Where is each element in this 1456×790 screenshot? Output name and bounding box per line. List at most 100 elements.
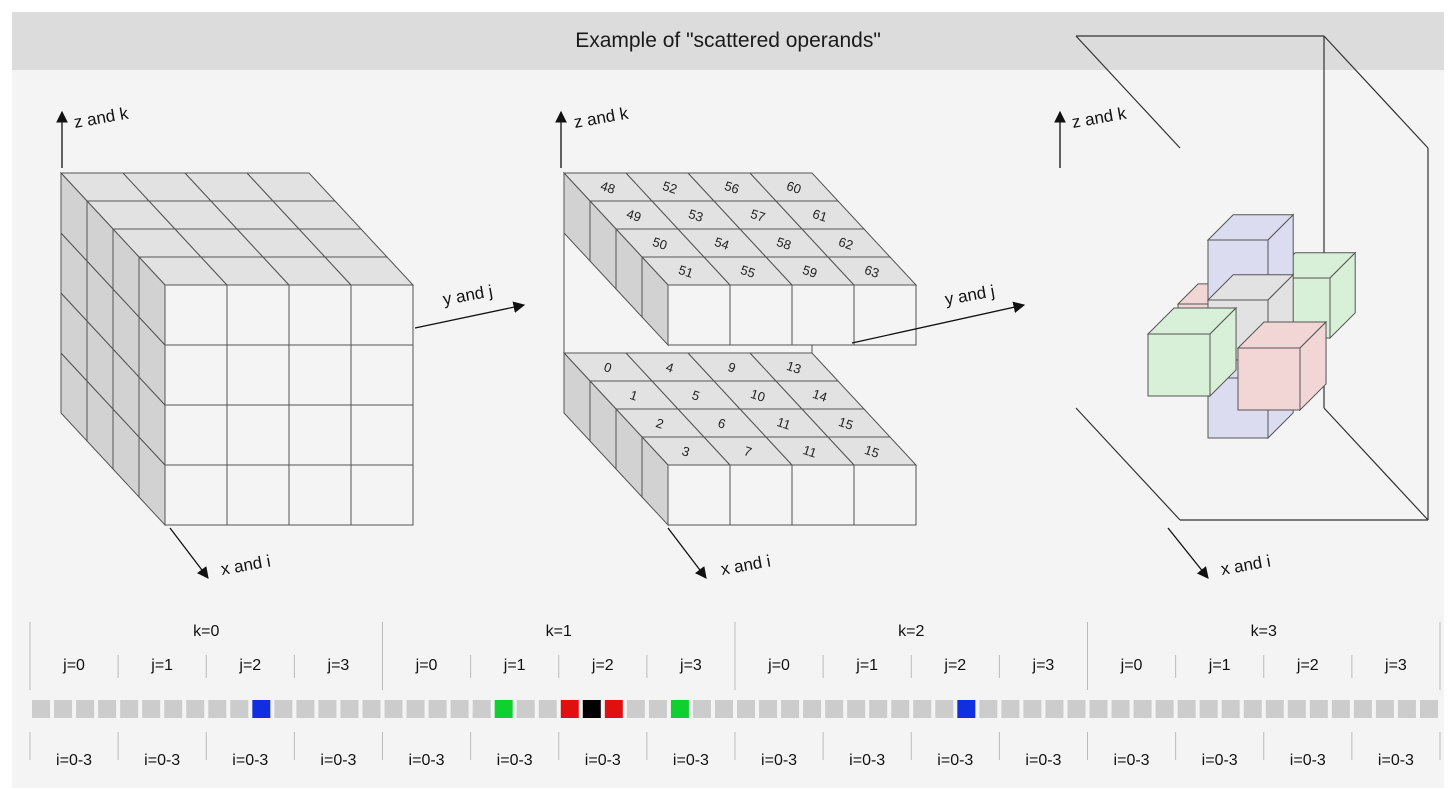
memory-element [32,700,51,718]
memory-element [54,700,73,718]
top-layer-front-cell [729,284,793,346]
front-cell [350,404,414,466]
front-red-cube-front [1237,347,1301,411]
memory-element [362,700,381,718]
k-label: k=1 [546,623,572,640]
front-cell [226,284,290,346]
x-axis-arrow [1167,527,1209,579]
memory-element [759,700,778,718]
front-cell [350,284,414,346]
cell-index-label: 7 [742,443,754,460]
memory-element [1419,700,1438,718]
memory-element [120,700,139,718]
z-axis-label: z and k [572,104,630,132]
wireframe-edge [1323,407,1429,521]
highlighted-element [604,700,623,718]
i-range-label: i=0-3 [1025,752,1061,769]
cell-index-label: 1 [628,387,640,404]
memory-element [781,700,800,718]
j-label: j=3 [1384,657,1407,674]
memory-element [1133,700,1152,718]
cell-index-label: 48 [599,178,617,197]
memory-element [186,700,205,718]
cell-index-label: 10 [749,386,767,405]
j-label: j=3 [1032,657,1055,674]
memory-element [1155,700,1174,718]
cell-index-label: 49 [625,206,643,225]
cell-index-label: 2 [654,415,666,432]
memory-element [979,700,998,718]
highlighted-element [252,700,271,718]
y-axis-label: y and j [943,282,996,309]
cell-index-label: 4 [664,359,676,376]
wireframe-edge [1323,35,1429,149]
j-label: j=1 [855,657,878,674]
x-axis-arrow [667,527,707,579]
memory-element [406,700,425,718]
y-axis-arrow [414,301,526,329]
cell-index-label: 14 [811,386,829,405]
memory-element [737,700,756,718]
y-axis-label: y and j [441,282,494,309]
memory-element [1397,700,1416,718]
cell-index-label: 50 [651,234,669,253]
front-red-cube [1236,320,1328,412]
j-label: j=2 [1296,657,1319,674]
i-range-label: i=0-3 [56,752,92,769]
i-range-label: i=0-3 [320,752,356,769]
j-label: j=1 [1208,657,1231,674]
x-axis-label: x and i [1219,552,1272,579]
memory-element [1353,700,1372,718]
x-axis-label: x and i [219,552,272,579]
i-range-label: i=0-3 [849,752,885,769]
memory-element [1089,700,1108,718]
memory-element [935,700,954,718]
cell-index-label: 58 [775,234,793,253]
y-axis-arrow [851,301,1026,344]
memory-element [76,700,95,718]
cell-index-label: 51 [677,262,695,281]
z-axis-label: z and k [1070,104,1128,132]
cell-index-label: 5 [690,387,702,404]
highlighted-element [560,700,579,718]
top-layer-front-cell [667,284,731,346]
memory-element [825,700,844,718]
memory-element [1199,700,1218,718]
memory-element [891,700,910,718]
wireframe-edge [1075,35,1181,149]
i-range-label: i=0-3 [232,752,268,769]
cell-index-label: 62 [837,234,855,253]
front-cell [164,344,228,406]
bottom-layer-front-cell [791,464,855,526]
i-range-label: i=0-3 [1290,752,1326,769]
x-axis-arrow [169,527,209,579]
highlighted-element [494,700,513,718]
memory-element [714,700,733,718]
front-cell [288,284,352,346]
memory-element [1023,700,1042,718]
left-green-cube [1146,306,1238,398]
i-range-label: i=0-3 [673,752,709,769]
left-green-cube-front [1147,333,1211,397]
memory-element [296,700,315,718]
memory-element [1045,700,1064,718]
front-cell [164,464,228,526]
front-cell [226,344,290,406]
cell-index-label: 60 [785,178,803,197]
memory-element [164,700,183,718]
highlighted-element [582,700,601,718]
memory-element [428,700,447,718]
memory-element [626,700,645,718]
bottom-layer-front-cell [667,464,731,526]
j-label: j=2 [238,657,261,674]
memory-layout-table: k=0j=0i=0-3j=1i=0-3j=2i=0-3j=3i=0-3k=1j=… [29,622,1441,769]
cell-index-label: 63 [863,262,881,281]
memory-element [472,700,491,718]
front-cell [164,284,228,346]
memory-element [318,700,337,718]
memory-element [1331,700,1350,718]
memory-element [1111,700,1130,718]
front-cell [226,404,290,466]
memory-element [869,700,888,718]
